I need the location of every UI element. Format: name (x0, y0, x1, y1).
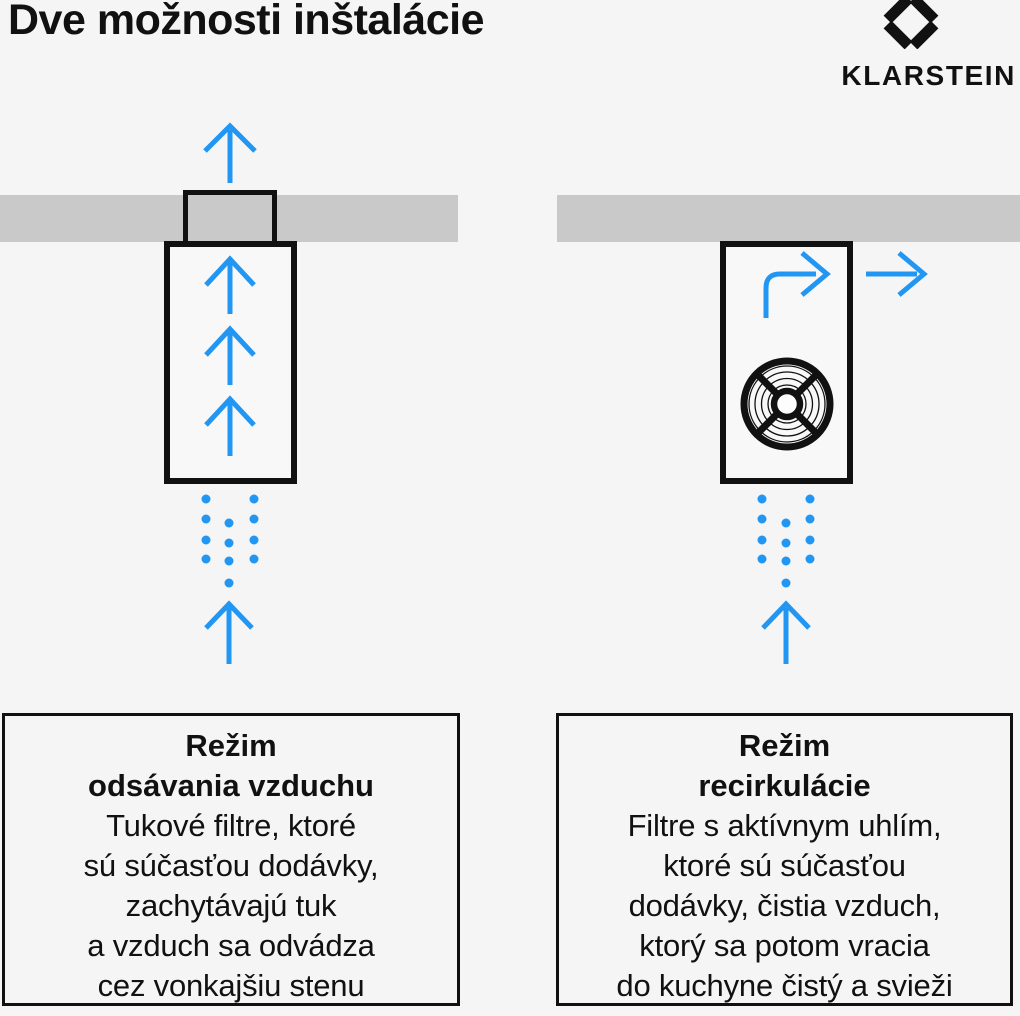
up-arrow-icon (204, 395, 256, 456)
recirculation-diagram (557, 195, 1020, 664)
wall-bar (557, 195, 1020, 242)
installation-diagrams (0, 122, 1020, 664)
fan-icon (740, 357, 834, 451)
up-arrow-icon (204, 325, 256, 385)
brand-name: KLARSTEIN (841, 60, 1016, 91)
bend-right-arrow-icon (763, 251, 831, 318)
up-arrow-icon (761, 600, 811, 664)
up-arrow-icon (204, 600, 254, 664)
klarstein-diamond-icon (882, 0, 940, 49)
extraction-diagram (0, 122, 458, 664)
up-arrow-icon (203, 122, 257, 183)
airflow-dots (201, 494, 259, 588)
page-title: Dve možnosti inštalácie (8, 0, 485, 44)
recirculation-body: Filtre s aktívnym uhlím, ktoré sú súčasť… (616, 808, 953, 1003)
airflow-dots (757, 494, 815, 588)
duct-cap (183, 190, 277, 247)
up-arrow-icon (204, 255, 256, 314)
recirculation-description-box: Režim recirkulácie Filtre s aktívnym uhl… (556, 713, 1013, 1006)
extraction-body: Tukové filtre, ktoré sú súčasťou dodávky… (83, 808, 379, 1003)
recirculation-heading: Režim recirkulácie (698, 728, 871, 803)
extraction-heading: Režim odsávania vzduchu (88, 728, 374, 803)
extraction-description-box: Režim odsávania vzduchu Tukové filtre, k… (2, 713, 460, 1006)
right-arrow-icon (866, 251, 928, 297)
